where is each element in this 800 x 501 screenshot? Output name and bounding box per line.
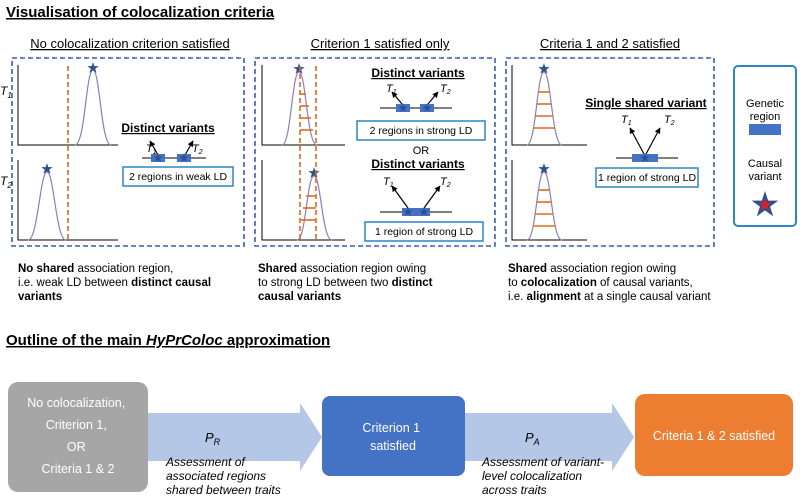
panel-2-variant-label-top: Distinct variants (371, 66, 465, 80)
arrow-t2-label: T2 (192, 143, 203, 156)
flow-arrow-1-description: Assessment of associated regions shared … (166, 455, 281, 497)
flow-box-criteria-1-2-text: Criteria 1 & 2 satisfied (653, 429, 775, 443)
legend-genetic-region-text: Genetic region (746, 98, 784, 123)
arrow-1 (391, 91, 403, 105)
panel-1: No colocalization criterion satisfied T1… (0, 36, 245, 247)
plot-3-bottom-curve (526, 171, 563, 241)
flow-arrow-2-label: PA (525, 430, 540, 447)
panel-3-ld-text: 1 region of strong LD (598, 172, 696, 184)
arrow-t2-label: T2 (664, 114, 675, 127)
section2-title: Outline of the main HyPrColoc approximat… (6, 332, 330, 349)
arrow-t1-label: T1 (386, 83, 397, 96)
plot-2-bottom-curve (296, 175, 333, 241)
panel-2-ld-box-top (356, 120, 486, 141)
ld-ticks-top (300, 93, 313, 131)
panel-2-ld-box-bottom (364, 221, 484, 242)
plot-3-bottom-axes (511, 160, 587, 241)
arrow-t2-label: T2 (440, 83, 451, 96)
flow-box-criteria-1-2 (635, 394, 793, 476)
flow-diagram: PR PA No colocalization, Criterion 1, OR… (8, 382, 793, 492)
ld-ticks-bottom (533, 189, 555, 227)
flow-arrow-2-description: Assessment of variant- level colocalizat… (482, 455, 605, 497)
panel-2-border (254, 57, 496, 247)
arrow-2 (645, 127, 661, 155)
plot-2-bottom-axes (261, 160, 345, 241)
panel-1-heading: No colocalization criterion satisfied (30, 36, 229, 51)
flow-box-criterion-1 (322, 396, 465, 476)
arrow-1 (149, 140, 159, 156)
ld-ticks-top (533, 91, 555, 129)
legend-genetic-region-swatch (749, 124, 781, 135)
panel-2-variant-label-bottom: Distinct variants (371, 157, 465, 171)
panel-3: Criteria 1 and 2 satisfied Single shared… (505, 36, 715, 247)
arrow-2 (184, 140, 194, 156)
plot-3-top-axes (511, 65, 587, 146)
arrow-2 (427, 91, 439, 105)
panel-2-heading: Criterion 1 satisfied only (311, 36, 450, 51)
arrow-2 (423, 185, 441, 209)
panel-2-ld-text-top: 2 regions in strong LD (370, 125, 473, 137)
plot-1-bottom-axes (17, 160, 118, 241)
panel-3-variant-label: Single shared variant (585, 96, 706, 110)
plot-2-top-axes (261, 65, 345, 146)
arrow-t2-label: T2 (440, 176, 451, 189)
arrow-t1-label: T1 (383, 176, 394, 189)
flow-arrow-1-label: PR (205, 430, 221, 447)
genetic-region-single (402, 208, 430, 216)
peak-star-icon (87, 62, 99, 73)
panel-3-heading: Criteria 1 and 2 satisfied (540, 36, 680, 51)
plot-3-top-curve (526, 71, 563, 146)
panel-3-border (505, 57, 715, 247)
panel-1-caption: No shared association region, i.e. weak … (18, 263, 212, 303)
plot-1-top-axes (17, 65, 118, 146)
panel-2-caption: Shared association region owing to stron… (258, 263, 433, 303)
flow-arrow-1 (148, 403, 322, 471)
panel-2: Criterion 1 satisfied only Distinct vari… (254, 36, 496, 247)
legend-causal-variant-text: Causal variant (747, 158, 783, 183)
flow-box-no-coloc-text: No colocalization, Criterion 1, OR Crite… (27, 396, 128, 476)
arrow-1 (629, 127, 645, 155)
trait-2-label: T2 (0, 174, 12, 190)
legend (733, 65, 797, 227)
ld-ticks-bottom (301, 195, 316, 221)
panel-2-ld-text-bottom: 1 region of strong LD (375, 226, 473, 238)
panel-3-caption: Shared association region owing to coloc… (508, 263, 711, 303)
section1-title: Visualisation of colocalization criteria (6, 4, 275, 21)
flow-arrow-2 (465, 403, 634, 471)
flow-box-criterion-1-text: Criterion 1 satisfied (362, 421, 423, 453)
panel-1-ld-text: 2 regions in weak LD (129, 171, 227, 183)
panel-3-ld-box (595, 167, 699, 188)
flow-box-no-coloc (8, 382, 148, 492)
plot-1-bottom-curve (27, 171, 67, 241)
legend-border (733, 65, 797, 227)
arrow-1 (391, 185, 409, 209)
panel-1-variant-label: Distinct variants (121, 121, 215, 135)
panel-1-ld-box (122, 166, 234, 187)
plot-1-top-curve (74, 69, 112, 146)
panel-1-border (11, 57, 245, 247)
arrow-t1-label: T1 (146, 143, 157, 156)
trait-1-label: T1 (0, 84, 12, 100)
panel-2-or-label: OR (413, 145, 430, 157)
arrow-t1-label: T1 (621, 114, 632, 127)
